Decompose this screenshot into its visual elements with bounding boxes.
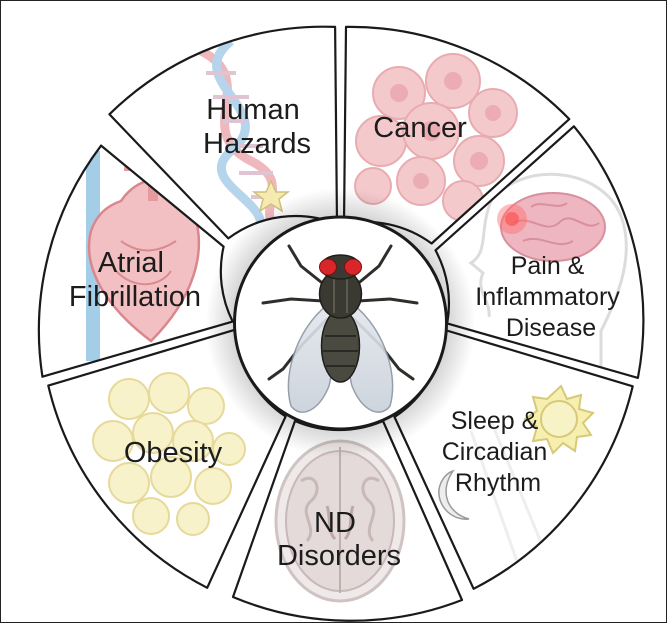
- center-hub: [206, 188, 476, 458]
- segment-label-sleep-circadian-rhythm: Sleep & Circadian Rhythm: [442, 407, 555, 497]
- segment-label-obesity: Obesity: [124, 437, 223, 469]
- segment-label-cancer: Cancer: [373, 112, 467, 144]
